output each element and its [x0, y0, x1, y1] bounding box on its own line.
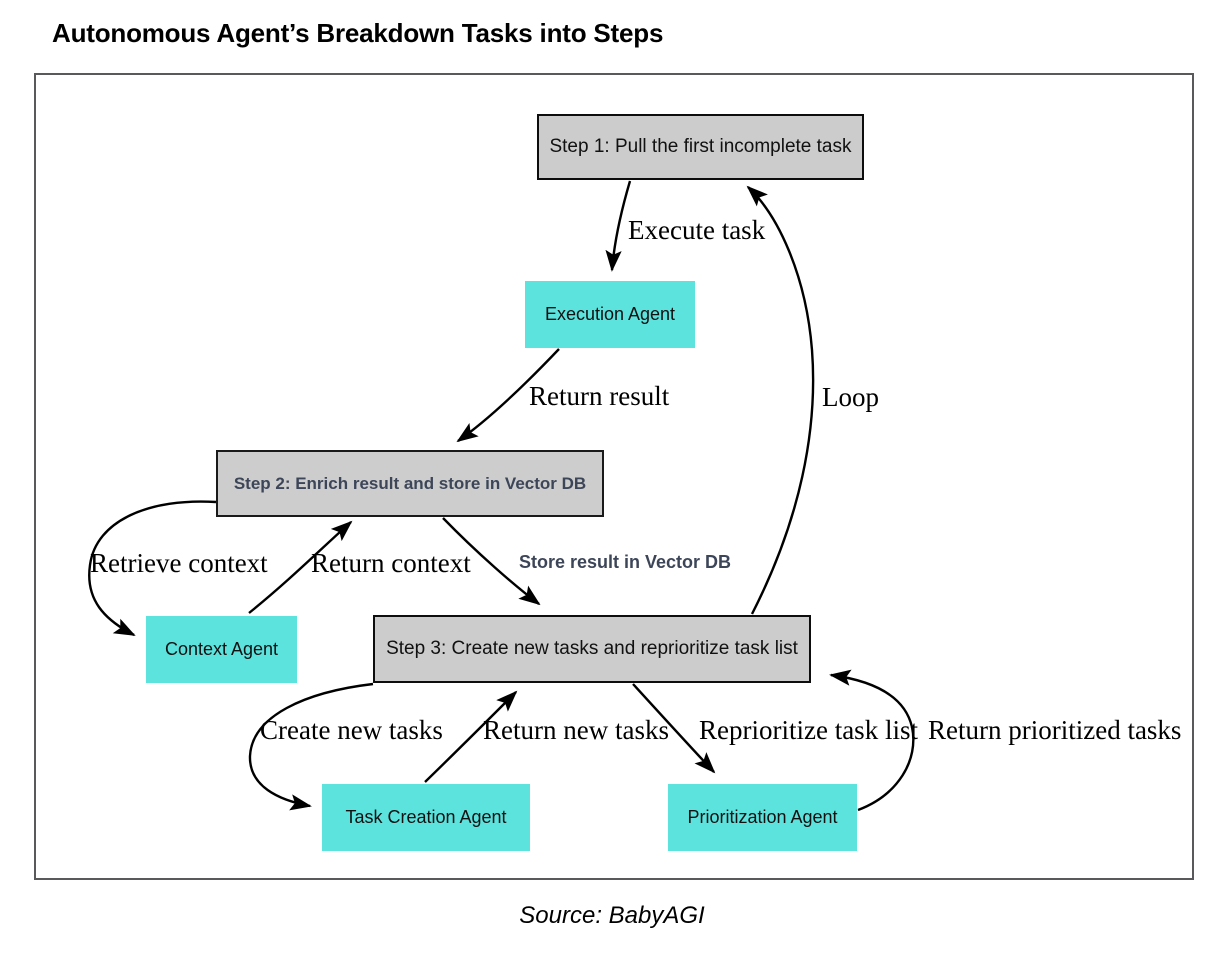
diagram-frame	[34, 73, 1194, 880]
edge-label-return-prioritized-tasks: Return prioritized tasks	[928, 715, 1182, 745]
node-step-2-label: Step 2: Enrich result and store in Vecto…	[233, 473, 587, 493]
node-step-1-label: Step 1: Pull the first incomplete task	[549, 136, 852, 158]
edge-label-execute-task: Execute task	[628, 215, 766, 245]
node-task-creation-agent[interactable]: Task Creation Agent	[322, 784, 530, 851]
edge-label-return-context: Return context	[311, 548, 471, 578]
edge-label-create-new-tasks: Create new tasks	[260, 715, 443, 745]
node-step-3[interactable]: Step 3: Create new tasks and reprioritiz…	[373, 615, 811, 683]
node-execution-agent[interactable]: Execution Agent	[525, 281, 695, 348]
edge-label-retrieve-context: Retrieve context	[90, 548, 268, 578]
node-step-3-label: Step 3: Create new tasks and reprioritiz…	[386, 638, 798, 660]
node-context-agent-label: Context Agent	[164, 639, 279, 660]
node-context-agent[interactable]: Context Agent	[146, 616, 297, 683]
node-prioritization-agent-label: Prioritization Agent	[687, 807, 838, 828]
node-prioritization-agent[interactable]: Prioritization Agent	[668, 784, 857, 851]
edge-label-loop: Loop	[822, 382, 879, 412]
node-step-1[interactable]: Step 1: Pull the first incomplete task	[537, 114, 864, 180]
node-step-2[interactable]: Step 2: Enrich result and store in Vecto…	[216, 450, 604, 517]
node-execution-agent-label: Execution Agent	[544, 304, 676, 325]
page-title: Autonomous Agent’s Breakdown Tasks into …	[52, 18, 664, 48]
edge-label-return-result: Return result	[529, 381, 670, 411]
node-task-creation-agent-label: Task Creation Agent	[345, 807, 507, 828]
edge-label-return-new-tasks: Return new tasks	[483, 715, 669, 745]
edge-label-store-result-in-vector-db: Store result in Vector DB	[519, 552, 732, 572]
edge-label-reprioritize-task-list: Reprioritize task list	[699, 715, 918, 745]
source-caption: Source: BabyAGI	[519, 902, 705, 929]
